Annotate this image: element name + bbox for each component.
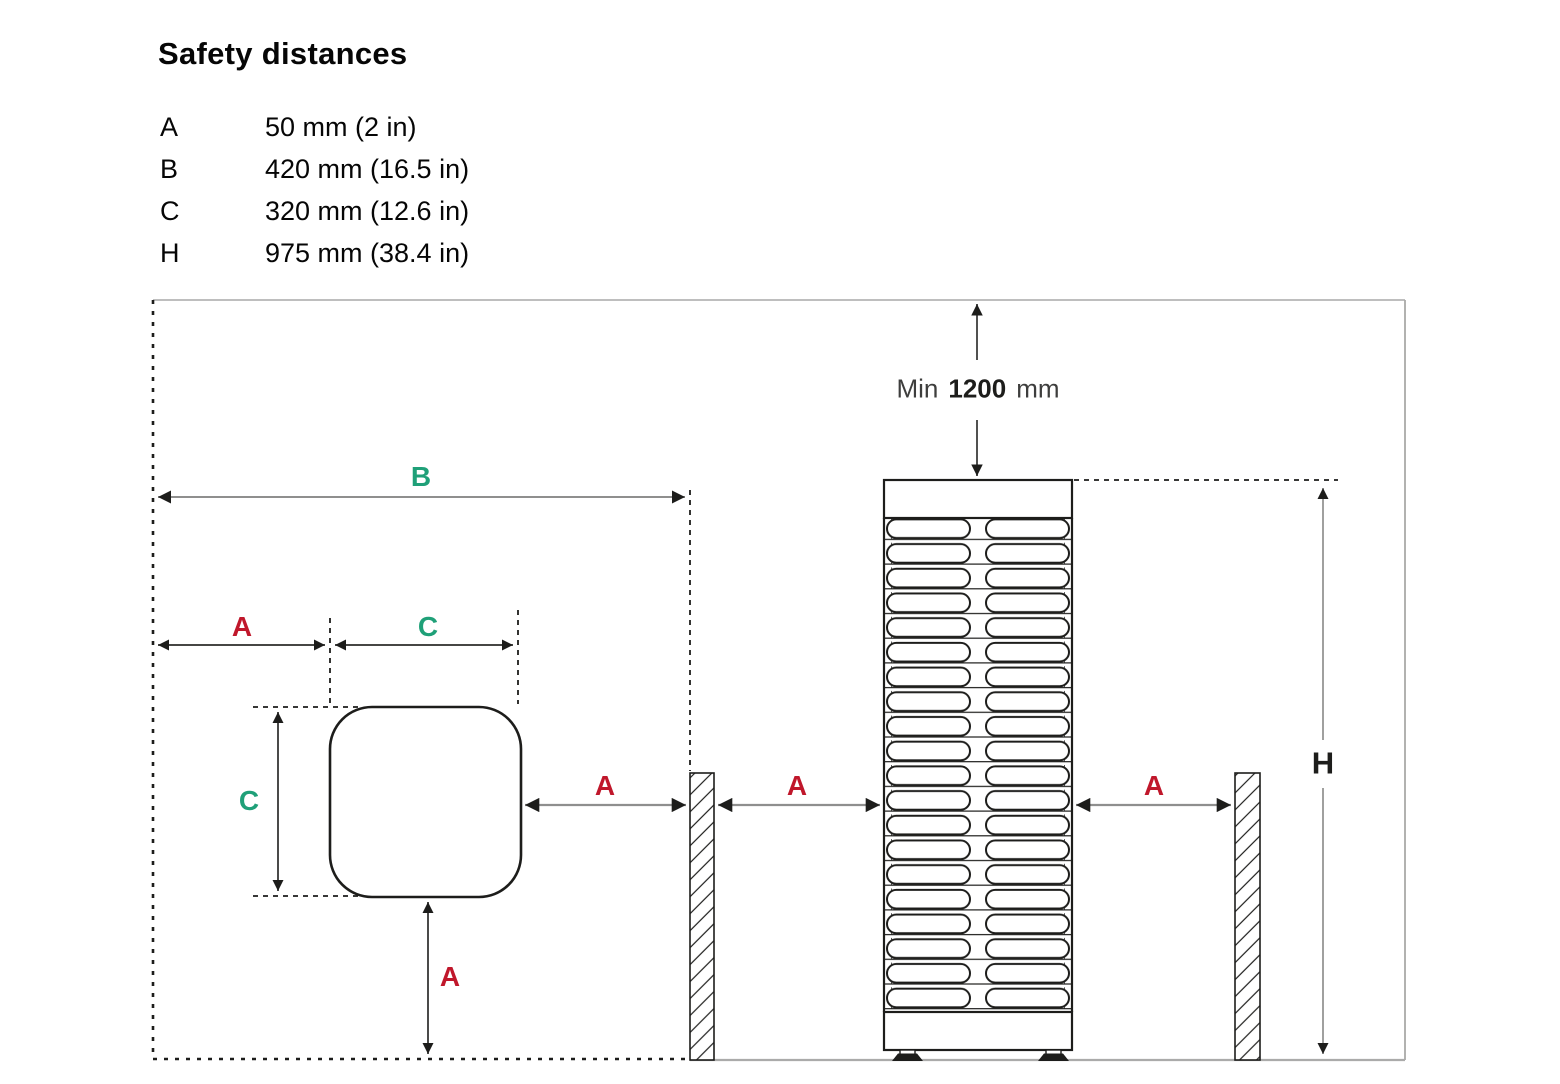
- min-prefix: Min: [896, 373, 939, 404]
- legend-value: 975 mm (38.4 in): [265, 238, 470, 268]
- dim-label-a-top-left: A: [231, 611, 253, 642]
- legend-row-a: A 50 mm (2 in): [160, 112, 417, 143]
- page-title: Safety distances: [158, 36, 408, 71]
- heater-foot-right: [1038, 1049, 1069, 1061]
- heater-base: [882, 1010, 1074, 1052]
- heater-grill: [884, 518, 1072, 1012]
- construction-lines: [253, 479, 1338, 897]
- wall-left: [689, 772, 715, 1061]
- dim-label-a-mid-right: A: [1143, 770, 1165, 801]
- legend-letter: A: [160, 112, 179, 142]
- min-value: 1200: [948, 373, 1007, 404]
- dim-label-a-mid-left: A: [594, 770, 616, 801]
- dim-label-c-left: C: [238, 785, 260, 816]
- legend-value: 320 mm (12.6 in): [265, 196, 470, 226]
- room-boundary: [151, 299, 1406, 1062]
- legend-letter: B: [160, 154, 179, 184]
- min-clearance-label: Min 1200 mm: [890, 373, 1066, 405]
- legend-letter: C: [160, 196, 180, 226]
- dim-label-b: B: [410, 461, 432, 492]
- heater-foot-left: [892, 1049, 923, 1061]
- dim-label-a-bottom: A: [439, 961, 461, 992]
- legend-value: 420 mm (16.5 in): [265, 154, 470, 184]
- heater-top-cap: [882, 478, 1074, 520]
- legend-letter: H: [160, 238, 180, 268]
- dim-label-h: H: [1305, 745, 1341, 781]
- dim-label-c-top: C: [417, 611, 439, 642]
- legend-row-h: H 975 mm (38.4 in): [160, 238, 469, 269]
- legend-value: 50 mm (2 in): [265, 112, 417, 142]
- wall-right: [1234, 772, 1261, 1061]
- heater-side-view: [882, 478, 1074, 1061]
- heater-top-view: [328, 705, 523, 899]
- dim-label-a-mid-center: A: [786, 770, 808, 801]
- legend-row-c: C 320 mm (12.6 in): [160, 196, 469, 227]
- min-unit: mm: [1016, 373, 1060, 404]
- legend-row-b: B 420 mm (16.5 in): [160, 154, 469, 185]
